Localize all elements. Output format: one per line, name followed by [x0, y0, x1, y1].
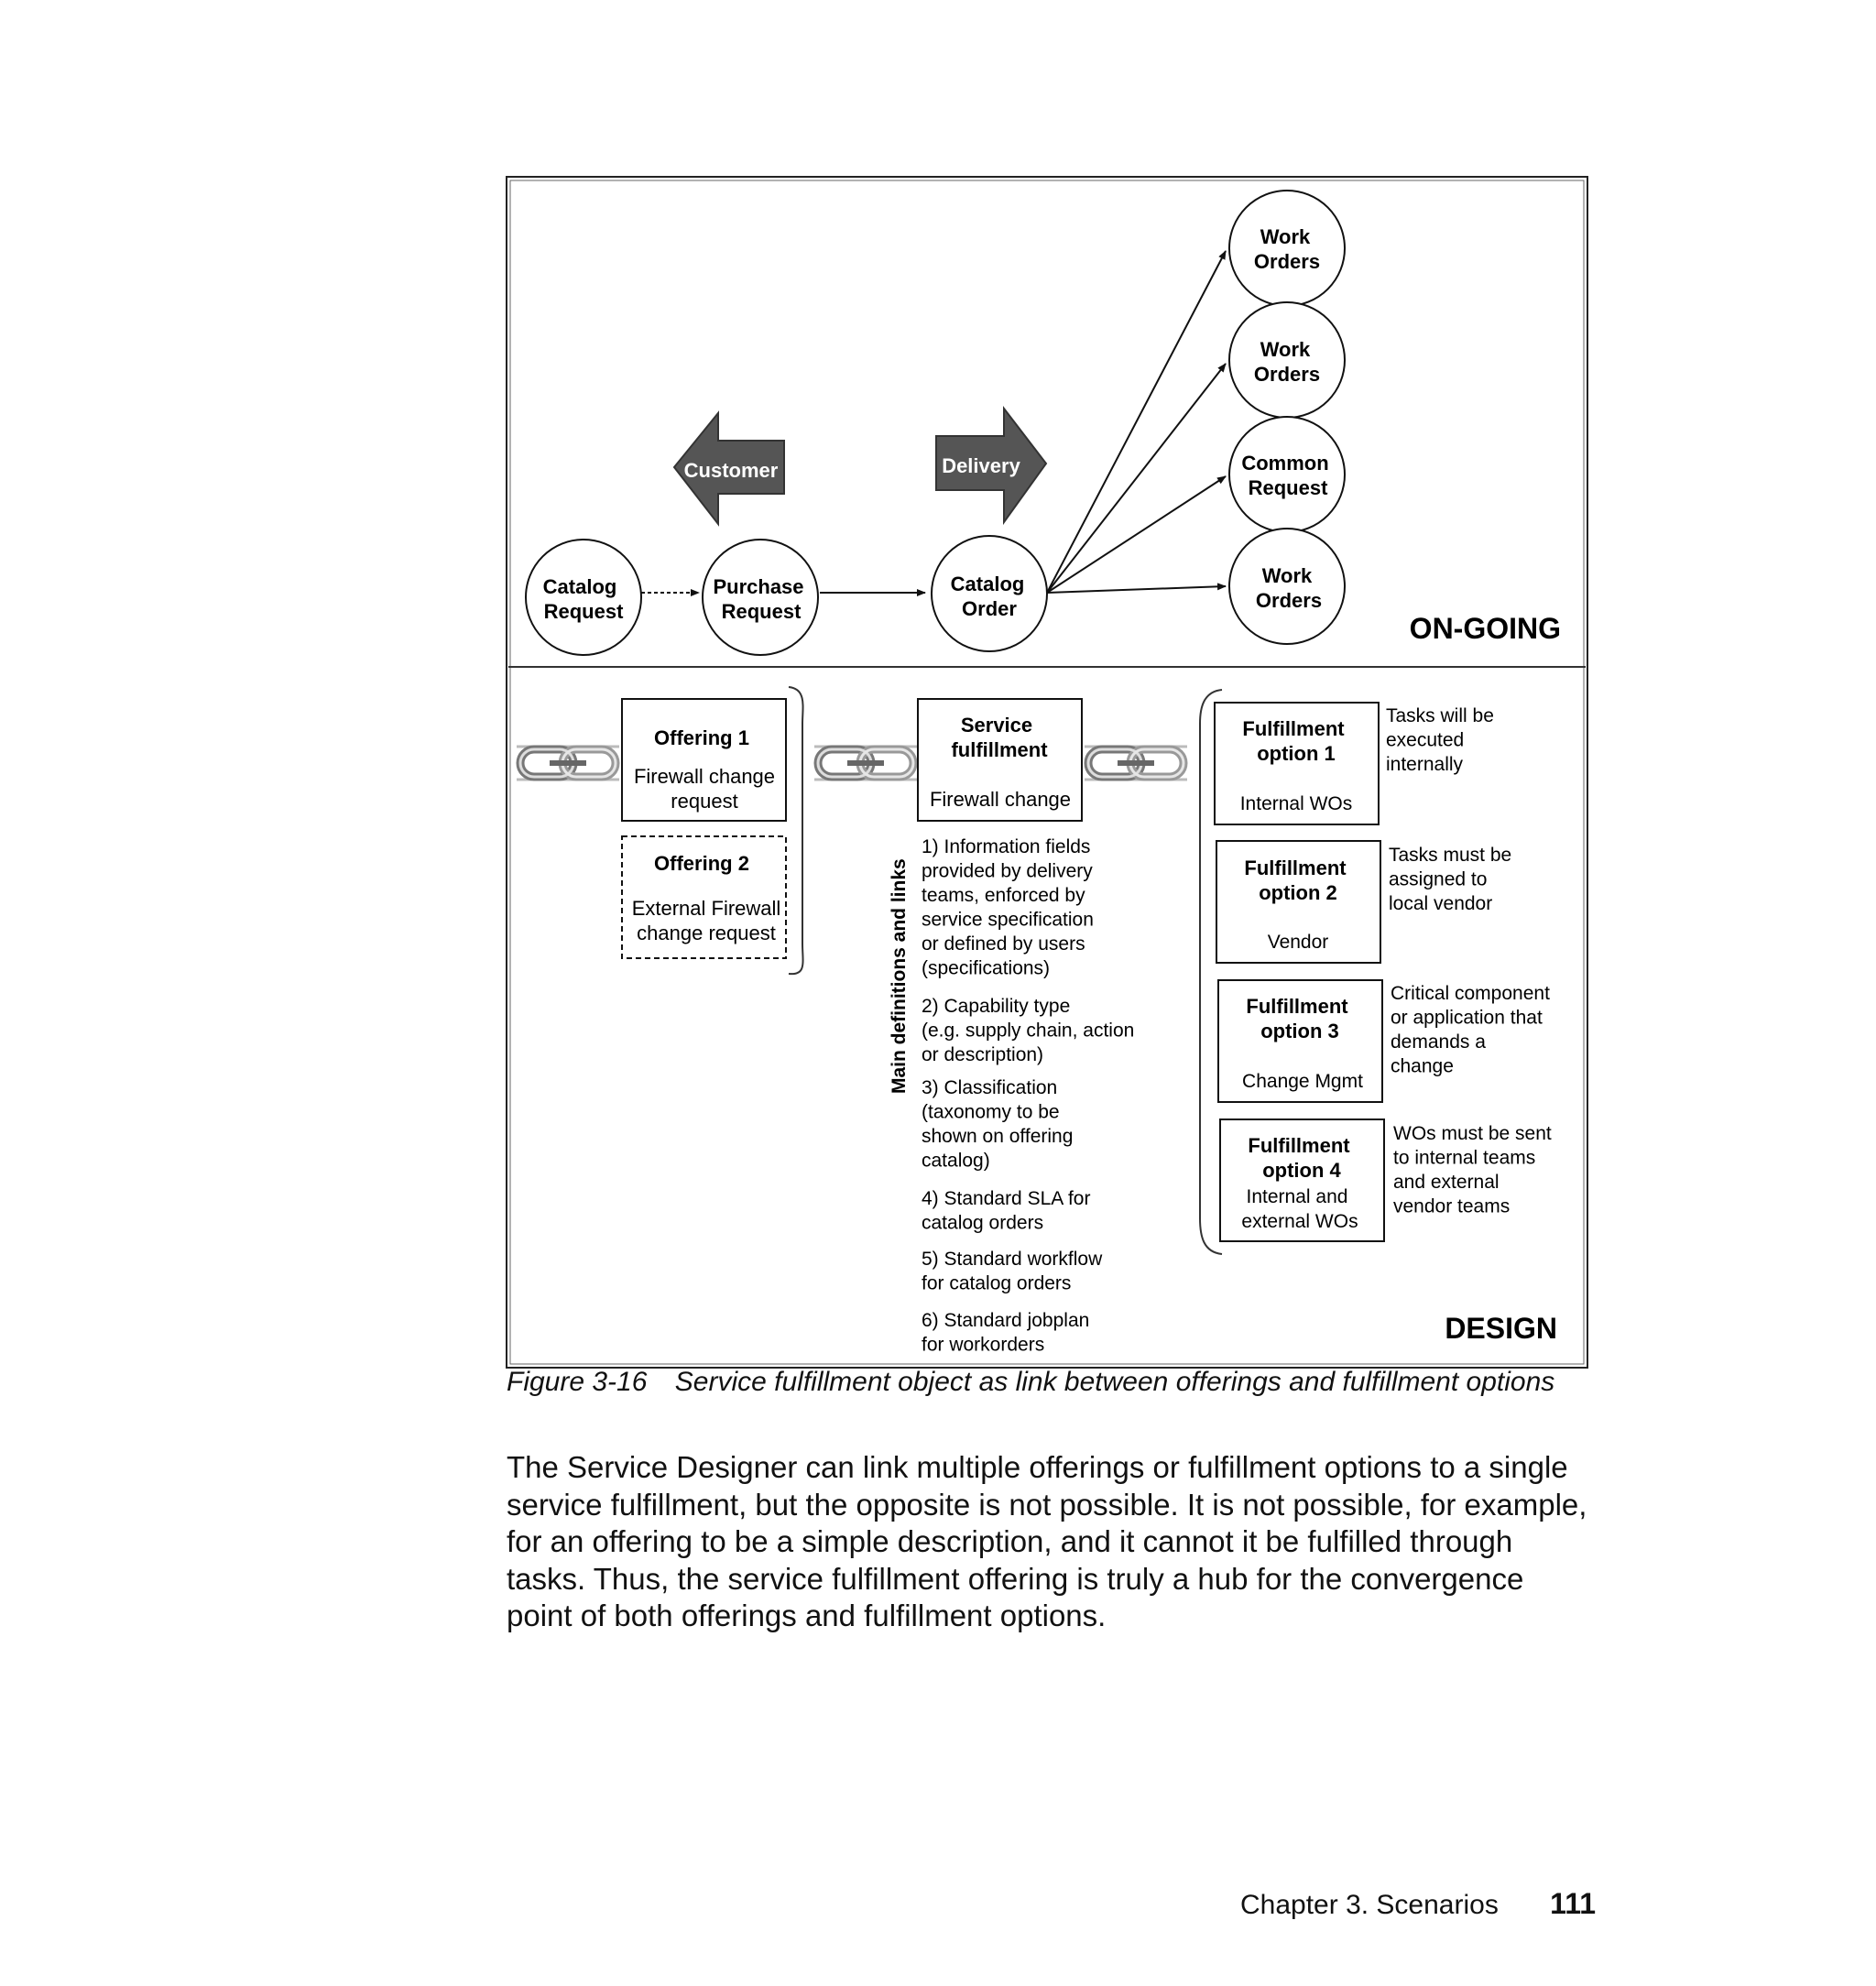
svg-text:Internal and: Internal and: [1247, 1186, 1348, 1207]
svg-text:fulfillment: fulfillment: [951, 738, 1048, 761]
offerings-bracket: [788, 686, 804, 976]
svg-text:Request: Request: [544, 600, 624, 623]
service-fulfillment-box: Service fulfillment Firewall change: [917, 698, 1083, 822]
svg-text:Fulfillment: Fulfillment: [1242, 717, 1345, 740]
service-fulfillment-diagram: ON-GOING DESIGN Customer Delivery Catalo…: [506, 176, 1588, 1369]
definitions-list: 1) Information fields provided by delive…: [922, 836, 1140, 1356]
svg-text:Common: Common: [1241, 452, 1328, 475]
node-common-request: Common Request: [1228, 416, 1346, 533]
page-number: 111: [1550, 1887, 1597, 1920]
fulfillment-option-1-note: Tasks will be executed internally: [1386, 705, 1500, 775]
node-catalog-order: Catalog Order: [931, 535, 1048, 652]
offering-1-box: Offering 1 Firewall change request: [621, 698, 787, 822]
svg-text:Firewall change: Firewall change: [634, 765, 775, 788]
body-line: point of both offerings and fulfillment …: [507, 1599, 1107, 1632]
diagram-inner-frame: [509, 180, 1585, 1365]
connector-order-to-work-orders-2: [1046, 363, 1227, 594]
chapter-title: Chapter 3. Scenarios: [1240, 1890, 1499, 1920]
figure-caption-text: Service fulfillment object as link betwe…: [674, 1367, 1555, 1397]
body-line: tasks. Thus, the service fulfillment off…: [507, 1561, 1524, 1596]
svg-text:Fulfillment: Fulfillment: [1248, 1134, 1350, 1157]
fulfillment-option-1-box: Fulfillment option 1 Internal WOs: [1214, 702, 1380, 825]
svg-text:Order: Order: [962, 597, 1017, 620]
svg-text:Orders: Orders: [1254, 250, 1320, 273]
svg-text:Catalog: Catalog: [543, 575, 617, 598]
fulfillment-option-2-box: Fulfillment option 2 Vendor: [1216, 840, 1381, 964]
customer-arrow: Customer: [672, 410, 785, 527]
svg-text:Firewall change: Firewall change: [930, 788, 1071, 811]
connector-order-to-work-orders-1: [1046, 250, 1227, 594]
chain-link-icon: [814, 747, 917, 780]
svg-text:Catalog: Catalog: [951, 573, 1025, 595]
chain-link-icon: [517, 747, 619, 780]
definition-2: 2) Capability type (e.g. supply chain, a…: [922, 996, 1140, 1065]
definition-5: 5) Standard workflow for catalog orders: [922, 1249, 1107, 1294]
definition-1: 1) Information fields provided by delive…: [922, 836, 1099, 979]
svg-text:Offering 1: Offering 1: [654, 726, 749, 749]
svg-text:Change Mgmt: Change Mgmt: [1242, 1071, 1363, 1092]
body-line: The Service Designer can link multiple o…: [507, 1450, 1568, 1484]
fulfillment-option-3-note: Critical component or application that d…: [1391, 983, 1555, 1077]
svg-text:request: request: [671, 790, 737, 813]
definition-4: 4) Standard SLA for catalog orders: [922, 1188, 1096, 1234]
svg-text:option 4: option 4: [1262, 1159, 1341, 1182]
svg-text:Purchase: Purchase: [713, 575, 803, 598]
svg-text:Orders: Orders: [1254, 363, 1320, 386]
figure-caption: Figure 3-16 Service fulfillment object a…: [507, 1367, 1554, 1398]
offering-2-box: Offering 2 External Firewall change requ…: [621, 835, 787, 959]
chain-link-icon: [1085, 747, 1187, 780]
svg-text:Request: Request: [722, 600, 802, 623]
connector-order-to-common-request: [1046, 475, 1227, 594]
fulfillment-option-2-note: Tasks must be assigned to local vendor: [1389, 845, 1517, 914]
svg-text:option 3: option 3: [1260, 1020, 1339, 1042]
main-definitions-label: Main definitions and links: [889, 858, 910, 1094]
fulfillment-option-4-box: Fulfillment option 4 Internal and extern…: [1219, 1118, 1385, 1242]
diagram-frame: [506, 176, 1588, 1369]
svg-text:Offering 2: Offering 2: [654, 852, 749, 875]
delivery-arrow-label: Delivery: [942, 454, 1020, 477]
customer-arrow-label: Customer: [684, 459, 779, 482]
node-work-orders-2: Work Orders: [1228, 301, 1346, 419]
definition-3: 3) Classification (taxonomy to be shown …: [922, 1077, 1078, 1172]
svg-text:Work: Work: [1260, 338, 1311, 361]
svg-text:change request: change request: [637, 922, 776, 944]
fulfillment-options-bracket: [1199, 689, 1223, 1255]
svg-text:option 1: option 1: [1257, 742, 1336, 765]
fulfillment-option-4-note: WOs must be sent to internal teams and e…: [1393, 1123, 1557, 1217]
svg-text:Fulfillment: Fulfillment: [1246, 995, 1348, 1018]
figure-number: Figure 3-16: [507, 1367, 648, 1397]
svg-text:Internal WOs: Internal WOs: [1240, 793, 1353, 814]
svg-text:Work: Work: [1262, 564, 1313, 587]
svg-text:External Firewall: External Firewall: [632, 897, 781, 920]
body-paragraph: The Service Designer can link multiple o…: [507, 1449, 1615, 1635]
svg-text:Request: Request: [1249, 476, 1328, 499]
svg-text:Orders: Orders: [1256, 589, 1322, 612]
node-work-orders-1: Work Orders: [1228, 190, 1346, 307]
delivery-arrow: Delivery: [935, 406, 1048, 526]
node-catalog-request: Catalog Request: [525, 539, 642, 656]
svg-text:Fulfillment: Fulfillment: [1244, 857, 1347, 879]
page-footer: Chapter 3. Scenarios 111: [1240, 1887, 1596, 1921]
connector-order-to-work-orders-3: [1046, 583, 1227, 594]
svg-text:Work: Work: [1260, 225, 1311, 248]
svg-text:option 2: option 2: [1259, 881, 1337, 904]
svg-text:external WOs: external WOs: [1241, 1211, 1358, 1232]
body-line: service fulfillment, but the opposite is…: [507, 1487, 1587, 1522]
section-label-design: DESIGN: [1445, 1312, 1557, 1345]
node-work-orders-3: Work Orders: [1228, 528, 1346, 645]
definition-6: 6) Standard jobplan for workorders: [922, 1310, 1095, 1356]
section-label-ongoing: ON-GOING: [1410, 612, 1561, 645]
svg-text:Vendor: Vendor: [1268, 932, 1329, 953]
svg-text:Service: Service: [961, 714, 1032, 737]
fulfillment-option-3-box: Fulfillment option 3 Change Mgmt: [1217, 979, 1383, 1103]
node-purchase-request: Purchase Request: [702, 539, 819, 656]
body-line: for an offering to be a simple descripti…: [507, 1524, 1513, 1558]
